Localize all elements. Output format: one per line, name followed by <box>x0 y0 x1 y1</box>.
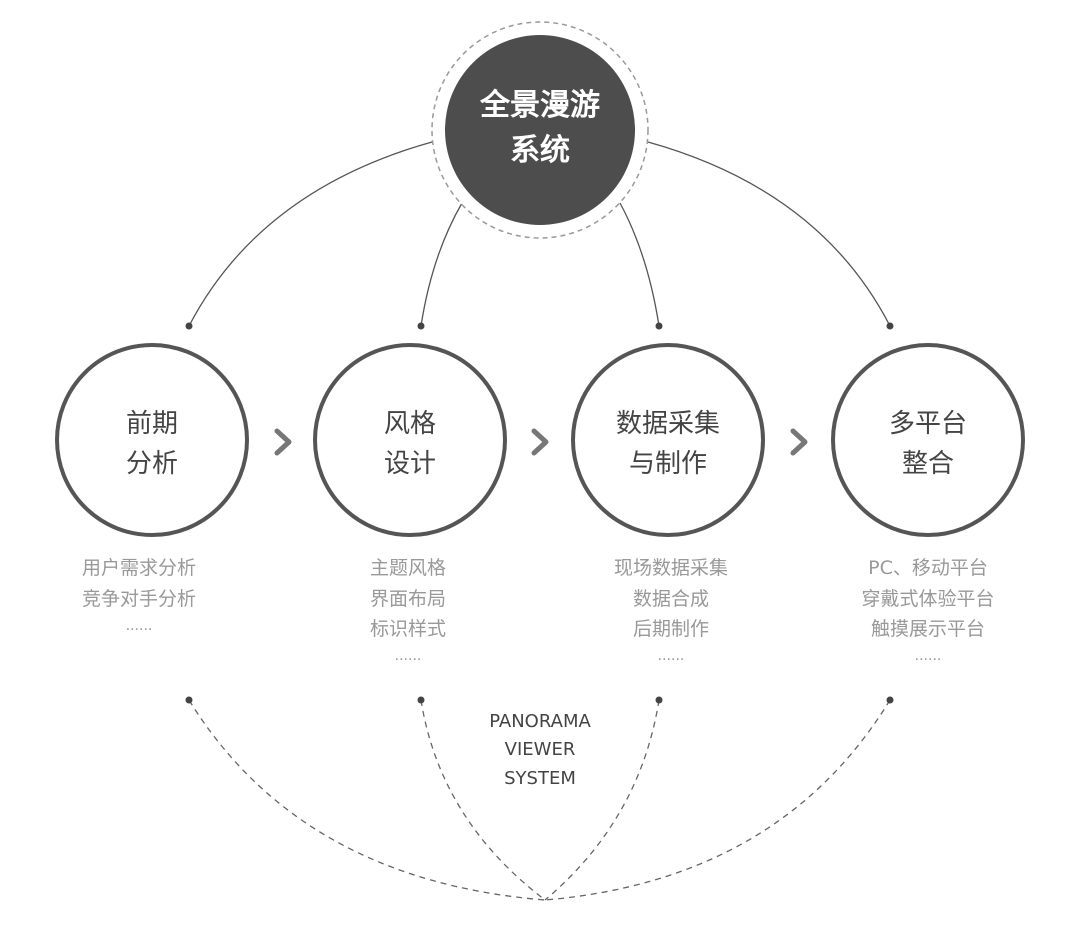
stage-circle-3 <box>571 343 765 537</box>
stage-4-ellipsis: ······ <box>915 652 942 668</box>
dashed-curve <box>420 699 546 901</box>
top-connectors <box>188 141 891 327</box>
footer-line3: SYSTEM <box>504 768 576 789</box>
center-title-line2: 系统 <box>510 133 570 168</box>
stage-2-item: 主题风格 <box>370 557 446 579</box>
top-dots <box>185 322 894 330</box>
connector-dot <box>185 696 193 704</box>
stage-2-item: 界面布局 <box>370 588 446 610</box>
stage-4-item: 穿戴式体验平台 <box>861 588 994 610</box>
dashed-curve <box>188 699 546 901</box>
center-circle <box>445 35 635 225</box>
connector-dot <box>886 696 894 704</box>
chevron-right-icon <box>790 428 808 456</box>
chevron-right-icon <box>531 428 549 456</box>
stage-3-item: 后期制作 <box>633 618 709 640</box>
bottom-connectors <box>188 699 891 901</box>
connector-dot <box>655 322 663 330</box>
stage-4-title-line2: 整合 <box>902 449 954 479</box>
stage-4-item: 触摸展示平台 <box>871 618 985 640</box>
dashed-curve <box>544 699 891 901</box>
bottom-dots <box>185 696 894 704</box>
stage-3-item: 数据合成 <box>633 588 709 610</box>
stage-3-item: 现场数据采集 <box>614 557 728 579</box>
connector-dot <box>417 322 425 330</box>
stage-3-title-line2: 与制作 <box>629 449 707 479</box>
stage-2-title-line1: 风格 <box>384 409 436 439</box>
center-title-line1: 全景漫游 <box>479 88 600 123</box>
stage-circle-2 <box>313 343 507 537</box>
stage-2-title-line2: 设计 <box>384 449 436 479</box>
stage-circle-4 <box>831 343 1025 537</box>
stage-4-item: PC、移动平台 <box>868 557 988 579</box>
stage-circles <box>55 343 1025 537</box>
footer-line1: PANORAMA <box>489 711 591 732</box>
connector-line <box>188 141 433 327</box>
stage-1-item: 竞争对手分析 <box>82 588 196 610</box>
stage-4-title-line1: 多平台 <box>889 409 967 439</box>
chevron-right-icon <box>274 428 292 456</box>
stage-1-ellipsis: ······ <box>126 622 153 638</box>
connector-line <box>619 202 660 327</box>
connector-line <box>420 202 463 327</box>
connector-dot <box>886 322 894 330</box>
stage-2-ellipsis: ······ <box>395 652 422 668</box>
stage-circle-1 <box>55 343 249 537</box>
stage-1-title-line1: 前期 <box>126 409 178 439</box>
connector-line <box>647 141 891 327</box>
connector-dot <box>655 696 663 704</box>
stage-3-ellipsis: ······ <box>658 652 685 668</box>
connector-dot <box>417 696 425 704</box>
stage-1-item: 用户需求分析 <box>82 557 196 579</box>
stage-3-title-line1: 数据采集 <box>616 409 720 439</box>
footer-line2: VIEWER <box>505 739 576 760</box>
stage-1-title-line2: 分析 <box>126 449 178 479</box>
connector-dot <box>185 322 193 330</box>
stage-2-item: 标识样式 <box>370 618 446 640</box>
